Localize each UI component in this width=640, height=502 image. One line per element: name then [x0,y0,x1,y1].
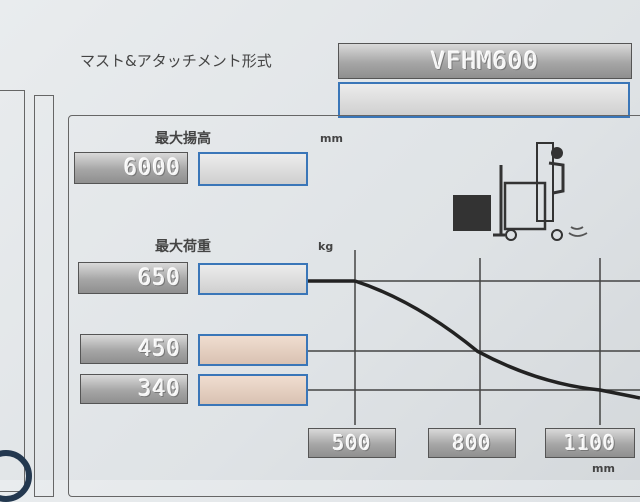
mast-attachment-type-label: マスト&アタッチメント形式 [80,52,272,70]
model-plate: VFHM600 [338,43,632,79]
load-blank-340 [198,374,308,406]
max-lift-unit: mm [320,132,343,145]
max-lift-blank [198,152,308,186]
load-blank-650 [198,263,308,295]
distance-unit: mm [592,462,615,475]
load-plate-340: 340 [80,374,188,404]
max-load-label: 最大荷重 [155,239,211,255]
distance-plate-500: 500 [308,428,396,458]
max-lift-plate: 6000 [74,152,188,184]
load-chart [308,250,640,425]
forklift-icon [453,142,588,241]
max-load-unit: kg [318,240,334,253]
distance-plate-800: 800 [428,428,516,458]
capacity-curve [354,279,640,400]
load-plate-450: 450 [80,334,188,364]
blank-plate-header [338,82,630,118]
load-plate-650: 650 [78,262,188,294]
distance-plate-1100: 1100 [545,428,635,458]
load-blank-450 [198,334,308,366]
max-lift-label: 最大揚高 [155,131,211,147]
